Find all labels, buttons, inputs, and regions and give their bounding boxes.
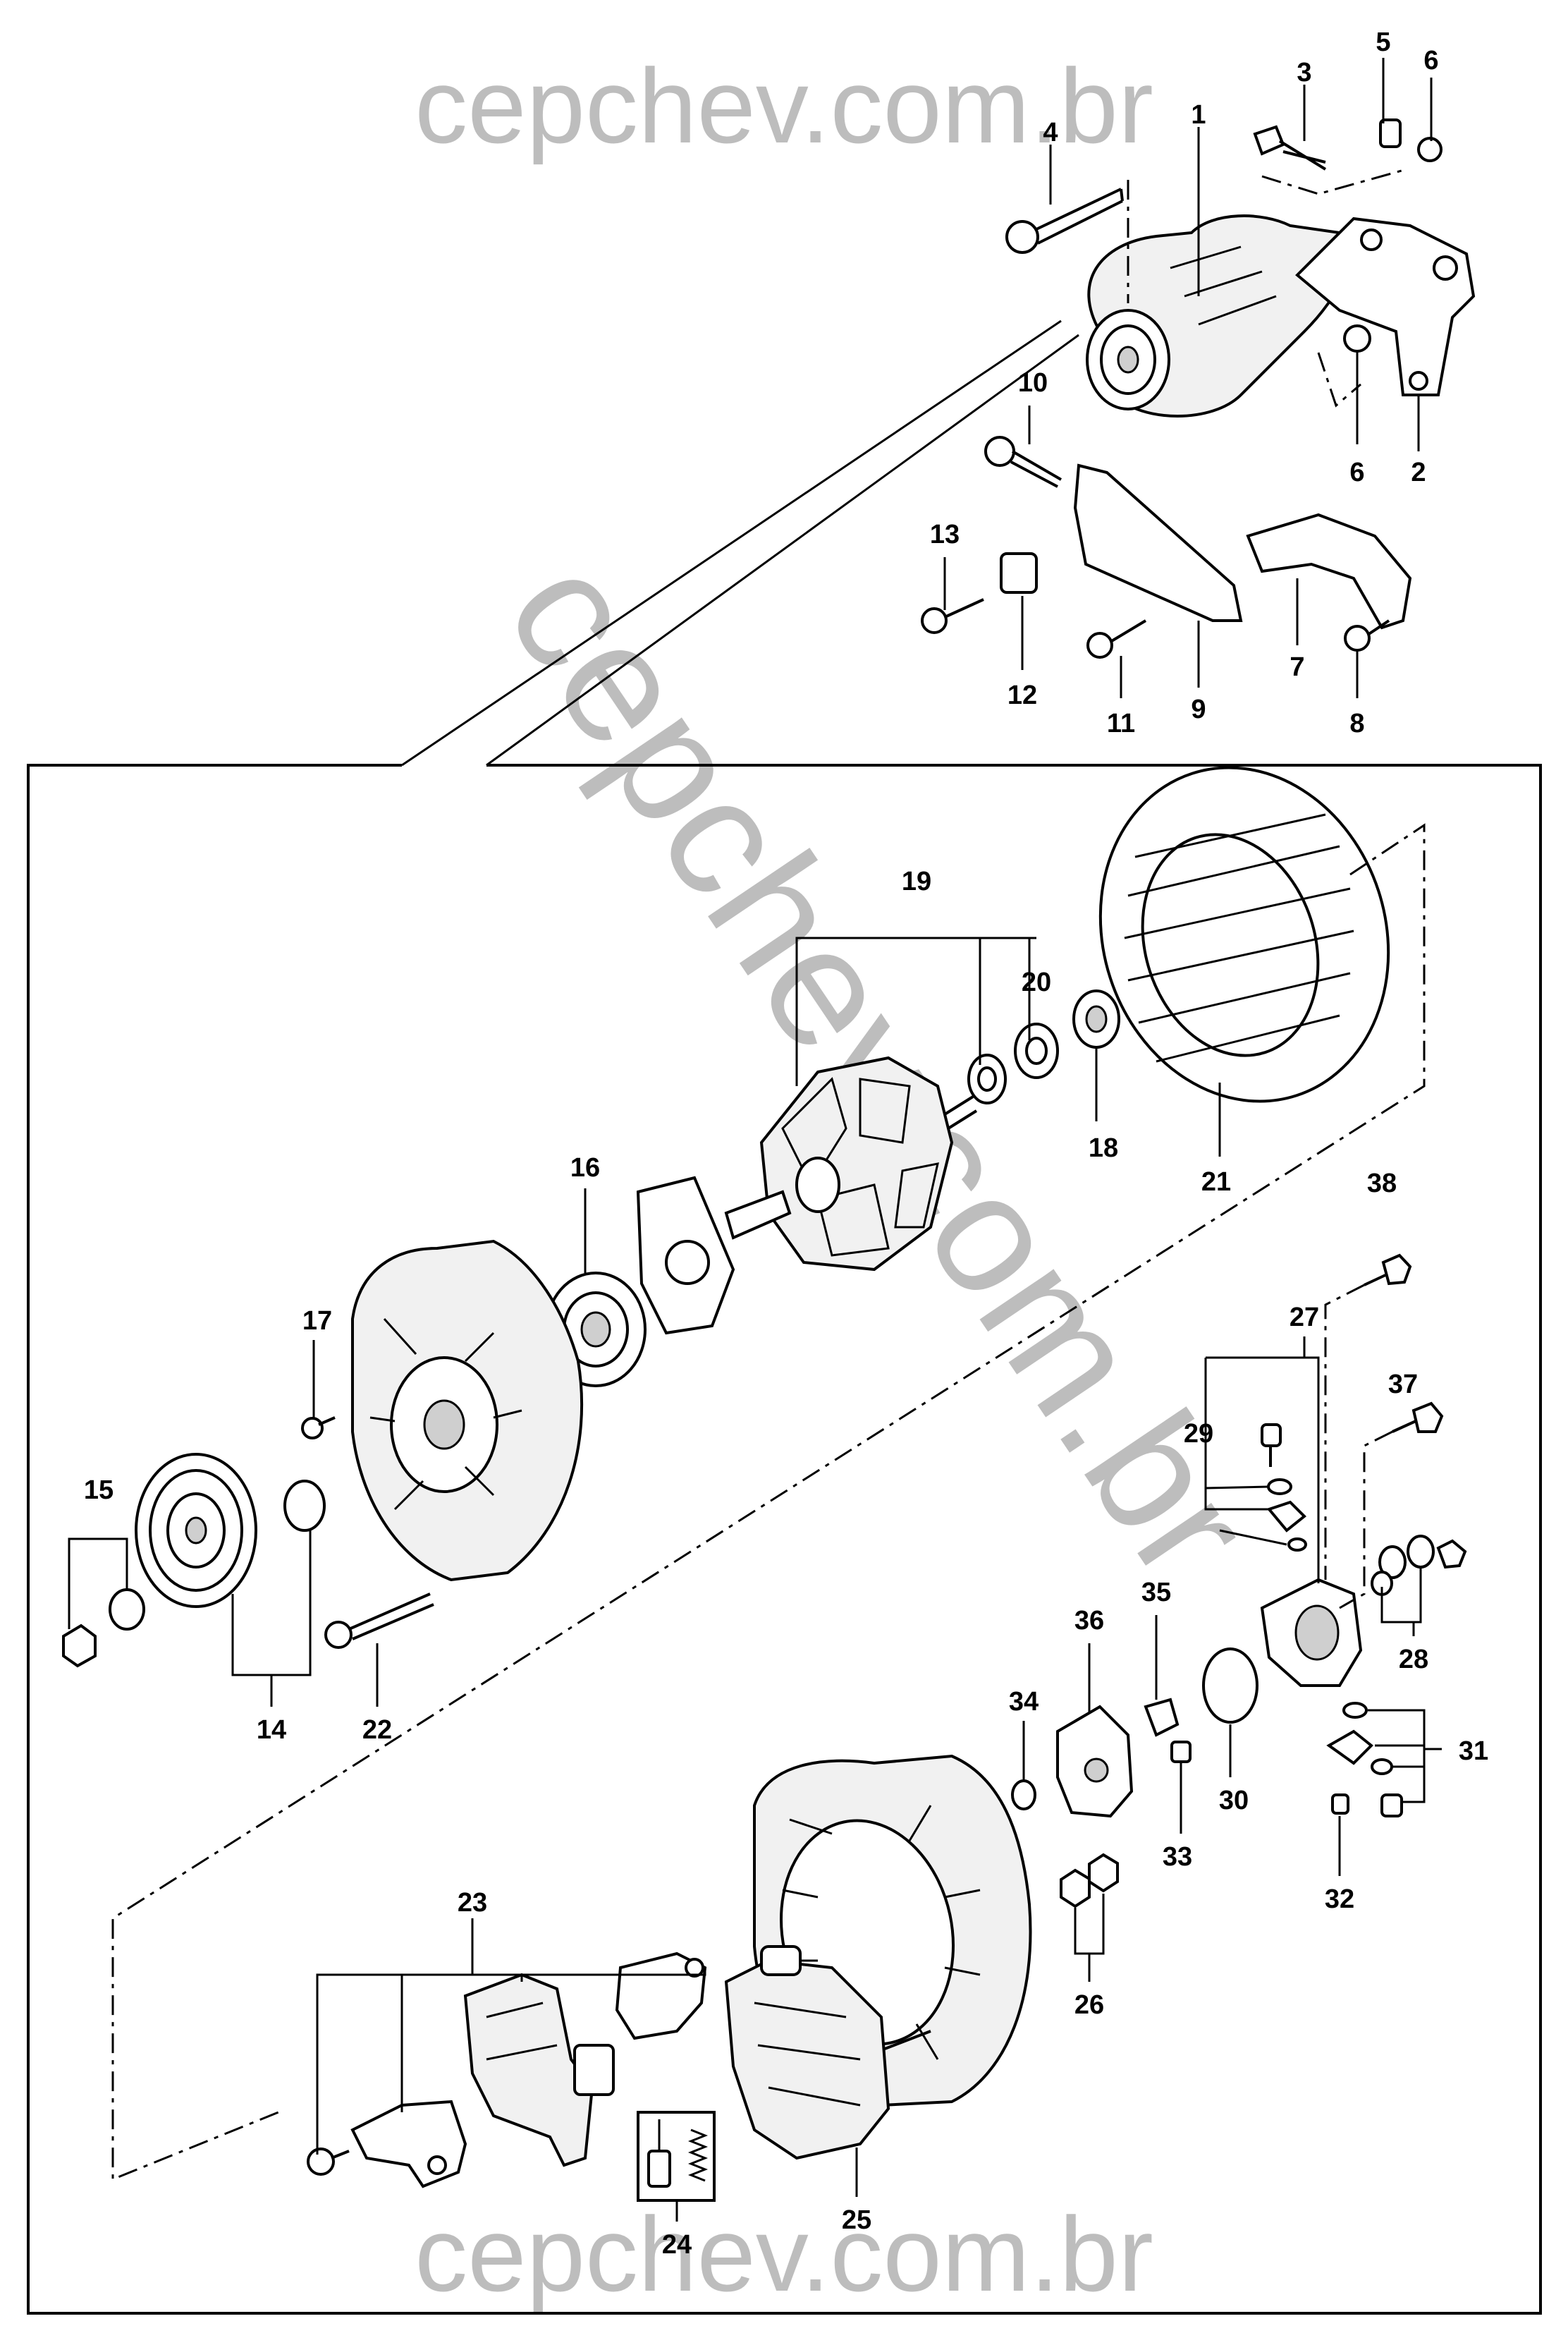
callout-33: 33: [1163, 1842, 1192, 1872]
bolt-38: [1364, 1253, 1412, 1286]
callout-37: 37: [1388, 1370, 1418, 1399]
terminal-parts-31: [1326, 1702, 1403, 1817]
bolt-3: [1253, 125, 1327, 171]
callout-20: 20: [1022, 968, 1051, 997]
callout-11: 11: [1107, 709, 1135, 738]
bolt-8: [1344, 619, 1390, 652]
spring-24: [687, 2128, 709, 2182]
regulator-23: [463, 1973, 615, 2167]
upper-leaders: [943, 58, 1433, 698]
callout-28: 28: [1399, 1645, 1428, 1674]
middle-leaders: [68, 823, 1426, 2181]
callout-10: 10: [1018, 368, 1048, 398]
callout-21: 21: [1201, 1167, 1231, 1197]
callout-34: 34: [1009, 1687, 1039, 1717]
callout-29: 29: [1184, 1419, 1213, 1449]
callout-6a: 6: [1423, 46, 1438, 75]
nut-26a: [1060, 1868, 1091, 1908]
nut-6-lower: [1343, 324, 1371, 353]
rotor-assembly: [724, 1056, 978, 1272]
callout-7: 7: [1290, 652, 1304, 682]
callout-38: 38: [1367, 1169, 1397, 1198]
callout-17: 17: [302, 1306, 332, 1336]
callout-5: 5: [1376, 28, 1390, 57]
spacer-20: [1014, 1023, 1059, 1079]
washer-15: [109, 1588, 145, 1631]
callout-36: 36: [1074, 1606, 1104, 1635]
callout-30: 30: [1219, 1786, 1249, 1815]
bracket-7: [1246, 513, 1412, 630]
callout-9: 9: [1191, 695, 1206, 724]
brush-24: [647, 2150, 671, 2188]
bearing-18: [1072, 989, 1120, 1049]
callout-16: 16: [570, 1153, 600, 1183]
lower-leaders: [316, 1284, 1442, 2222]
callout-18: 18: [1089, 1133, 1118, 1163]
nut-26b: [1088, 1853, 1119, 1893]
bolt-22: [324, 1592, 434, 1649]
callout-25: 25: [842, 2205, 871, 2235]
nut-15: [62, 1624, 97, 1668]
stator-21: [1098, 766, 1390, 1103]
screw-17: [301, 1416, 336, 1439]
callout-14: 14: [257, 1715, 286, 1745]
callout-2: 2: [1411, 458, 1426, 487]
terminal-plate: [350, 2100, 467, 2188]
washer-6: [1417, 137, 1443, 162]
callout-6b: 6: [1349, 458, 1364, 487]
zoom-line-upper: [401, 319, 1062, 767]
nut-12: [1000, 552, 1038, 594]
bolt-11: [1086, 619, 1147, 659]
ring-19: [967, 1054, 1007, 1104]
nut-5: [1379, 118, 1402, 148]
rear-cover-27: [1260, 1578, 1363, 1687]
callout-35: 35: [1141, 1578, 1171, 1607]
bushing-32: [1331, 1793, 1349, 1815]
callout-26: 26: [1074, 1990, 1104, 2020]
callout-3: 3: [1297, 58, 1311, 87]
callout-23: 23: [458, 1888, 487, 1918]
bolt-4: [1005, 188, 1124, 254]
front-housing: [351, 1239, 584, 1582]
callout-22: 22: [362, 1715, 392, 1745]
callout-8: 8: [1349, 709, 1364, 738]
lower-bracket-9: [1073, 463, 1243, 622]
o-ring-30: [1202, 1647, 1258, 1724]
callout-numbers: 1 2 3 4 5 6 6 7 8 9 10 11 12 13 14 15 16…: [84, 28, 1488, 2260]
part-35: [1144, 1698, 1180, 1737]
callout-27: 27: [1290, 1303, 1319, 1332]
callout-4: 4: [1043, 118, 1058, 147]
bolt-37: [1392, 1401, 1444, 1433]
callout-15: 15: [84, 1475, 114, 1505]
bolt-10: [984, 436, 1062, 488]
bolt-13: [921, 598, 984, 634]
zoom-line-lower: [486, 334, 1079, 767]
rectifier-25: [724, 1945, 931, 2160]
mount-bracket: [1295, 217, 1476, 396]
terminal-parts-29: [1261, 1423, 1307, 1552]
callout-31: 31: [1459, 1736, 1488, 1766]
brush-holder: [615, 1951, 707, 2040]
callout-1: 1: [1191, 100, 1206, 130]
alternator-assembly: [1086, 214, 1349, 418]
ring-34: [1011, 1779, 1036, 1810]
callout-13: 13: [930, 520, 960, 549]
watermark-top: cepchev.com.br: [415, 47, 1153, 165]
callout-32: 32: [1325, 1884, 1354, 1914]
terminal-parts-28: [1371, 1535, 1467, 1596]
screw-23: [307, 2148, 350, 2176]
pulley-14: [135, 1453, 257, 1608]
bushing-33: [1170, 1741, 1192, 1763]
callout-12: 12: [1007, 681, 1037, 710]
callout-24: 24: [662, 2230, 692, 2260]
callout-19: 19: [902, 867, 931, 896]
detail-frame: [27, 764, 1542, 2315]
watermark-bottom: cepchev.com.br: [415, 2195, 1153, 2313]
spacer-14: [283, 1480, 326, 1532]
rear-housing: [753, 1754, 1032, 2107]
